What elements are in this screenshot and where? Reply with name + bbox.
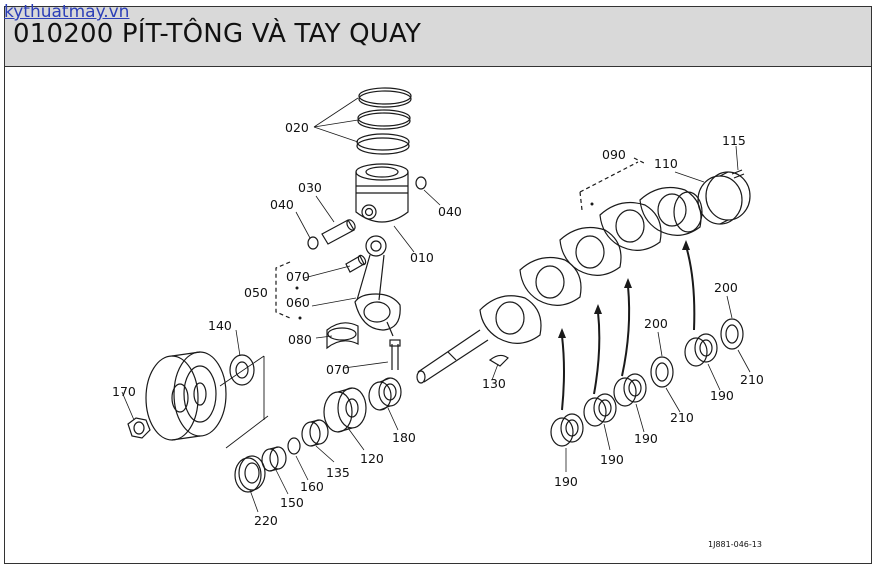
snap-ring-left (307, 236, 319, 250)
piston-rings (356, 87, 412, 155)
callout-170: 170 (112, 384, 136, 399)
diagram-frame: 010200 PÍT-TÔNG VÀ TAY QUAY (4, 6, 872, 564)
watermark-link[interactable]: kythuatmay.vn (4, 2, 130, 22)
piston (355, 163, 409, 223)
callout-140: 140 (208, 318, 232, 333)
callout-050: 050 (244, 285, 268, 300)
main-bearing-1 (550, 413, 584, 447)
bushing-180 (368, 377, 402, 411)
thrust-washer-right (720, 318, 744, 350)
drawing-code: 1J881-046-13 (708, 540, 762, 549)
crank-gear (323, 387, 367, 433)
page-title: 010200 PÍT-TÔNG VÀ TAY QUAY (13, 19, 422, 49)
bracket-050 (275, 261, 291, 319)
pin-115 (731, 169, 745, 179)
assembly-arrows (561, 245, 696, 411)
gear-135 (301, 419, 329, 447)
callout-090: 090 (602, 147, 626, 162)
callout-210-right: 210 (740, 372, 764, 387)
callout-130: 130 (482, 376, 506, 391)
callout-220: 220 (254, 513, 278, 528)
callout-010: 010 (410, 250, 434, 265)
callout-160: 160 (300, 479, 324, 494)
bracket-090 (579, 157, 647, 211)
thrust-washer-left (650, 356, 674, 388)
oil-seal (234, 455, 266, 493)
crankshaft (416, 187, 703, 384)
title-bar: 010200 PÍT-TÔNG VÀ TAY QUAY (5, 7, 871, 67)
callout-210-left: 210 (670, 410, 694, 425)
main-bearing-4 (684, 333, 718, 367)
callout-150: 150 (280, 495, 304, 510)
main-bearing-2 (583, 393, 617, 427)
callout-070-upper: 070 (286, 269, 310, 284)
callout-190-a: 190 (554, 474, 578, 489)
callout-020: 020 (285, 120, 309, 135)
callout-115: 115 (722, 133, 746, 148)
connecting-rod (354, 235, 401, 337)
washer-140 (229, 354, 255, 386)
callout-080: 080 (288, 332, 312, 347)
callout-190-b: 190 (600, 452, 624, 467)
callout-190-c: 190 (634, 431, 658, 446)
piston-pin (321, 219, 356, 245)
callout-110: 110 (654, 156, 678, 171)
callout-180: 180 (392, 430, 416, 445)
callout-190-d: 190 (710, 388, 734, 403)
leader-lines (121, 97, 751, 513)
callout-120: 120 (360, 451, 384, 466)
rod-bearing (326, 322, 359, 350)
callout-040-right: 040 (438, 204, 462, 219)
collar (261, 446, 287, 472)
rod-bolt (389, 339, 401, 370)
pulley-nut (127, 417, 151, 439)
callout-060: 060 (286, 295, 310, 310)
o-ring (287, 437, 301, 455)
callout-200-right: 200 (714, 280, 738, 295)
woodruff-key (488, 354, 509, 367)
main-bearing-3 (613, 373, 647, 407)
callout-030: 030 (298, 180, 322, 195)
small-end-bushing (345, 254, 367, 273)
callout-040-left: 040 (270, 197, 294, 212)
snap-ring-right (415, 176, 427, 190)
callout-070-lower: 070 (326, 362, 350, 377)
callout-135: 135 (326, 465, 350, 480)
callout-200-left: 200 (644, 316, 668, 331)
thrust-bearing-110 (697, 171, 751, 225)
crank-pulley (145, 351, 227, 441)
